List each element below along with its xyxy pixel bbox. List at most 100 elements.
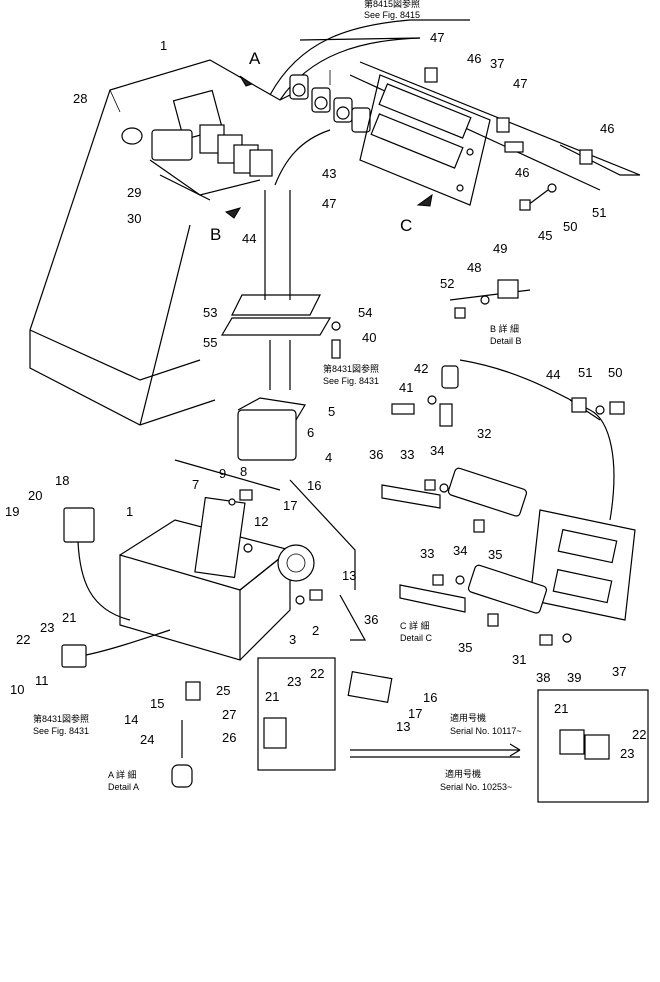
callout: 35 — [488, 547, 502, 562]
serial-boxes — [257, 594, 649, 803]
callout: 48 — [467, 260, 481, 275]
serial-caption-en: Serial No. 10253~ — [440, 782, 512, 792]
reference-en: See Fig. 8415 — [364, 10, 420, 20]
reference-jp: 第8431図参照 — [33, 713, 89, 724]
view-marker-a: A — [249, 49, 261, 68]
callout: 15 — [150, 696, 164, 711]
callout: 46 — [467, 51, 481, 66]
view-marker-c: C — [400, 216, 412, 235]
callout: 7 — [192, 477, 199, 492]
callout: 28 — [73, 91, 87, 106]
callout: 51 — [578, 365, 592, 380]
callout: 50 — [608, 365, 622, 380]
cable-clamps — [424, 67, 593, 165]
callout: 17 — [408, 706, 422, 721]
callout: 53 — [203, 305, 217, 320]
callout: 35 — [458, 640, 472, 655]
view-marker-b: B — [210, 225, 221, 244]
callout: 6 — [307, 425, 314, 440]
callout: 41 — [399, 380, 413, 395]
callout: 47 — [513, 76, 527, 91]
upper-connectors — [289, 74, 371, 133]
callout: 5 — [328, 404, 335, 419]
detail-caption-jp: C 詳 細 — [400, 620, 430, 631]
callout: 23 — [620, 746, 634, 761]
callout: 42 — [414, 361, 428, 376]
callout: 13 — [342, 568, 356, 583]
detail-caption-jp: B 詳 細 — [490, 323, 519, 334]
callout: 29 — [127, 185, 141, 200]
callout: 51 — [592, 205, 606, 220]
callout: 47 — [322, 196, 336, 211]
callout: 52 — [440, 276, 454, 291]
reference-jp: 第8415図参照 — [364, 0, 420, 9]
callout: 45 — [538, 228, 552, 243]
callout: 13 — [396, 719, 410, 734]
reference-en: See Fig. 8431 — [33, 726, 89, 736]
cab-body — [29, 59, 301, 426]
callout: 21 — [265, 689, 279, 704]
callout: 20 — [28, 488, 42, 503]
callout: 33 — [420, 546, 434, 561]
callout: 31 — [512, 652, 526, 667]
callout: 23 — [287, 674, 301, 689]
callout: 38 — [536, 670, 550, 685]
callout: 36 — [369, 447, 383, 462]
detail-caption-en: Detail C — [400, 633, 433, 643]
detail-b-parts — [449, 279, 531, 319]
callout: 1 — [160, 38, 167, 53]
serial-caption-jp: 適用号機 — [445, 768, 481, 779]
reference-jp: 第8431図参照 — [323, 363, 379, 374]
callout: 16 — [423, 690, 437, 705]
callout: 33 — [400, 447, 414, 462]
callout: 22 — [310, 666, 324, 681]
bolts-54-55 — [331, 321, 341, 359]
callout: 21 — [554, 701, 568, 716]
upper-panel — [359, 74, 491, 206]
callout: 34 — [430, 443, 444, 458]
callout: 18 — [55, 473, 69, 488]
callout: 26 — [222, 730, 236, 745]
callout: 54 — [358, 305, 372, 320]
callout: 1 — [126, 504, 133, 519]
callout: 21 — [62, 610, 76, 625]
callout: 37 — [612, 664, 626, 679]
cable-44-assembly — [391, 359, 625, 521]
callout: 12 — [254, 514, 268, 529]
detail-a-parts — [61, 397, 356, 788]
callout: 17 — [283, 498, 297, 513]
callout: 24 — [140, 732, 154, 747]
callout: 49 — [493, 241, 507, 256]
callout: 32 — [477, 426, 491, 441]
callout: 22 — [632, 727, 646, 742]
relay-cluster — [121, 89, 273, 201]
callout: 8 — [240, 464, 247, 479]
callout: 2 — [312, 623, 319, 638]
serial-caption-jp: 適用号機 — [450, 712, 486, 723]
callout: 16 — [307, 478, 321, 493]
bolt-50-upper — [519, 183, 557, 211]
callout: 25 — [216, 683, 230, 698]
callout: 40 — [362, 330, 376, 345]
callout: 9 — [219, 466, 226, 481]
callout: 37 — [490, 56, 504, 71]
view-markers: A B C — [210, 49, 433, 244]
callout: 44 — [242, 231, 256, 246]
detail-caption-jp: A 詳 細 — [108, 769, 137, 780]
callout: 39 — [567, 670, 581, 685]
callout: 3 — [289, 632, 296, 647]
callout: 10 — [10, 682, 24, 697]
callout: 23 — [40, 620, 54, 635]
detail-c-parts — [381, 467, 636, 646]
detail-caption-en: Detail B — [490, 336, 522, 346]
callout: 4 — [325, 450, 332, 465]
callout: 44 — [546, 367, 560, 382]
callout: 14 — [124, 712, 138, 727]
figure-references: 第8415図参照 See Fig. 8415 第8431図参照 See Fig.… — [33, 0, 420, 736]
callout: 46 — [515, 165, 529, 180]
callout-labels: 1 28 29 30 43 44 47 46 37 47 47 46 46 51… — [5, 30, 646, 761]
mounting-post — [220, 129, 332, 390]
callout: 22 — [16, 632, 30, 647]
callout: 27 — [222, 707, 236, 722]
